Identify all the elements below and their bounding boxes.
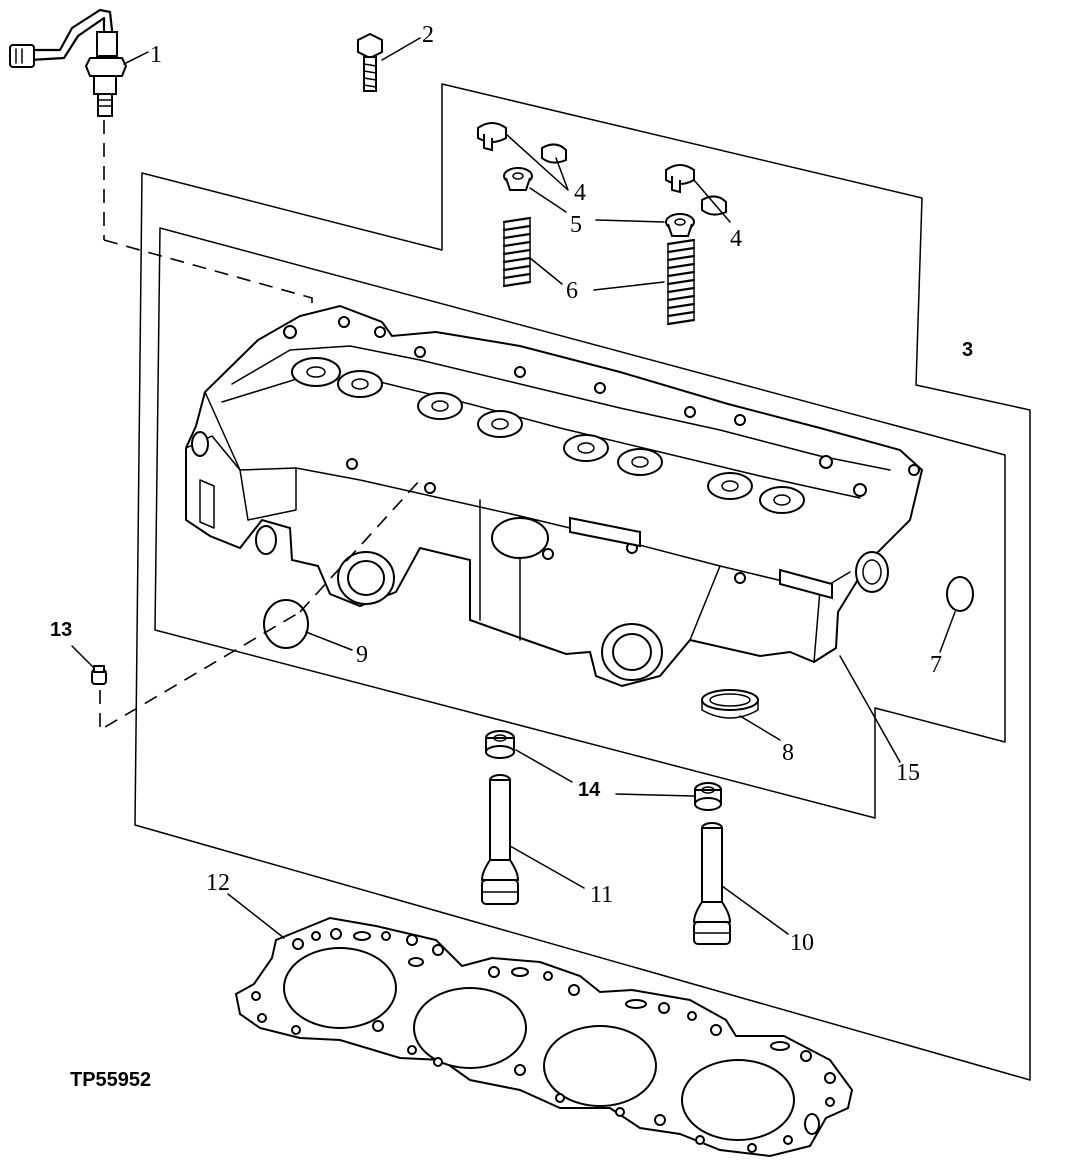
callout-13: 13 [50, 619, 72, 641]
leader-5b [595, 219, 665, 223]
callout-3: 3 [962, 339, 973, 361]
leader-11 [509, 845, 585, 889]
leader-14a [515, 749, 573, 783]
part-7-plug [946, 576, 974, 612]
callout-1: 1 [150, 42, 162, 68]
leader-6b [593, 281, 665, 291]
part-5-spring-cap-right [665, 213, 695, 237]
leader-14b [615, 793, 695, 797]
callout-10: 10 [790, 930, 814, 956]
leader-2 [381, 37, 421, 61]
part-5-spring-cap-left [503, 167, 533, 191]
figure-id: TP55952 [70, 1069, 151, 1091]
leader-1-dashed-b [103, 239, 313, 328]
leader-9 [305, 631, 353, 651]
callout-6: 6 [566, 278, 578, 304]
callout-9: 9 [356, 642, 368, 668]
callout-5: 5 [570, 212, 582, 238]
leader-13-dashed [99, 611, 301, 732]
part-14-stem-seal-left [485, 730, 515, 759]
leader-6a [529, 257, 563, 285]
leader-5a [529, 187, 567, 213]
part-8-seal-ring [701, 689, 759, 719]
part-15-cylinder-head [185, 304, 924, 688]
part-6-valve-spring-left [502, 216, 532, 288]
leader-13-dashed-b [299, 479, 421, 613]
leader-13 [71, 645, 95, 669]
leader-7 [939, 611, 956, 653]
callout-8: 8 [782, 740, 794, 766]
leader-8 [739, 715, 781, 741]
leader-4b [693, 179, 731, 223]
leader-10 [721, 885, 789, 935]
callout-2: 2 [422, 22, 434, 48]
part-9-expansion-plug [263, 599, 309, 649]
part-13-pipe-plug [91, 665, 107, 685]
callout-12: 12 [206, 870, 230, 896]
callout-4a: 4 [574, 180, 586, 206]
callout-4b: 4 [730, 226, 742, 252]
callout-11: 11 [590, 882, 613, 908]
group-frame-15 [154, 227, 1006, 819]
part-11-valve-guide [480, 774, 520, 905]
part-12-head-gasket [234, 916, 854, 1158]
leader-1 [123, 51, 149, 65]
part-14-stem-seal-right [694, 782, 722, 811]
callout-7: 7 [930, 652, 942, 678]
callout-14: 14 [578, 779, 601, 801]
part-10-valve-guide [692, 822, 732, 945]
leader-4a [505, 133, 569, 191]
part-6-valve-spring-right [666, 238, 696, 326]
part-4-retainer-locks-left [477, 122, 567, 164]
leader-15 [839, 655, 901, 763]
group-frame-3 [134, 83, 1031, 1081]
part-2-cap-screw [357, 32, 383, 92]
leader-12 [227, 893, 285, 939]
callout-15: 15 [896, 760, 920, 786]
part-1-sensor [9, 8, 128, 117]
